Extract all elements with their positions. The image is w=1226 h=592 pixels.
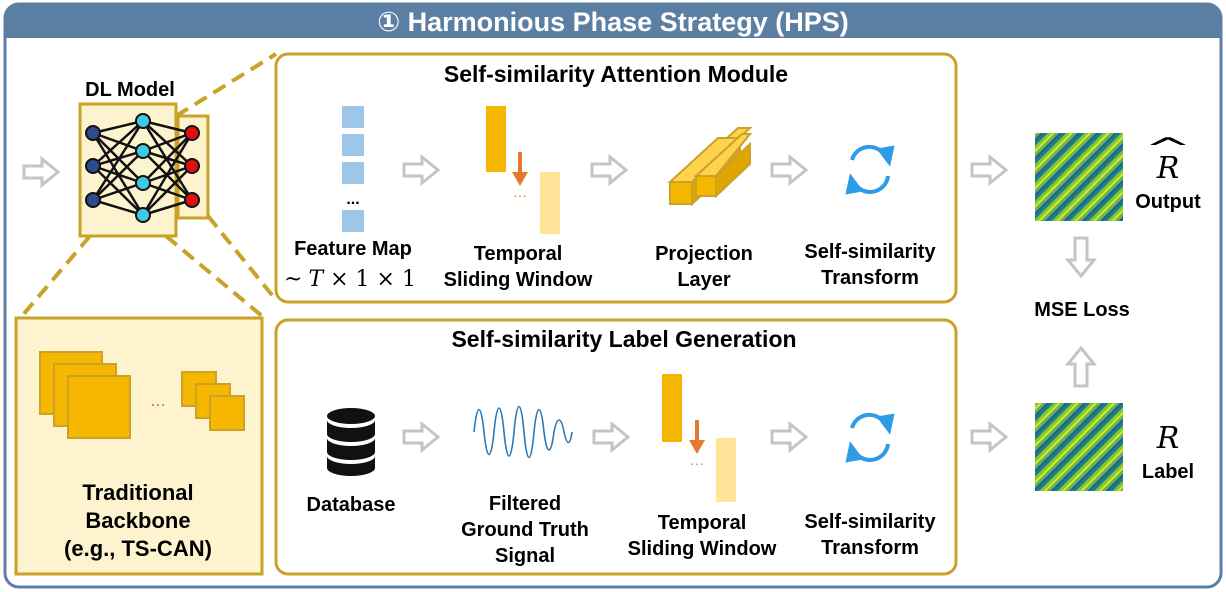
output-label: Output: [1135, 191, 1201, 213]
feature-map-t: T: [308, 267, 325, 292]
cycle-icon-lg: [845, 412, 895, 463]
signal-line2: Ground Truth: [461, 519, 589, 541]
backbone-dots: ...: [150, 390, 165, 410]
feature-map-dots: ...: [346, 191, 359, 208]
projection-layer-icon: [667, 127, 753, 207]
svg-text:···: ···: [513, 187, 527, 203]
transform-lg-line2: Transform: [821, 537, 919, 559]
sliding-window-icon-lg: ···: [662, 374, 736, 502]
feature-map-dims: × 1 × 1: [323, 267, 416, 292]
backbone-feature-stack-icon: [39, 351, 245, 439]
output-hat: ^: [1144, 131, 1192, 165]
title-bar: [5, 4, 1221, 38]
page-title: ① Harmonious Phase Strategy (HPS): [377, 7, 848, 37]
sliding-window-icon-am: ···: [486, 106, 560, 234]
signal-line1: Filtered: [489, 493, 561, 515]
transform-lg-line1: Self-similarity: [804, 511, 936, 533]
filtered-signal-icon: [473, 406, 573, 458]
attention-module-title: Self-similarity Attention Module: [444, 61, 788, 87]
dashed-connectors: [20, 52, 278, 318]
backbone-label-line3: (e.g., TS-CAN): [64, 536, 212, 561]
sliding-window-am-line1: Temporal: [474, 243, 563, 265]
projection-line2: Layer: [677, 269, 731, 291]
feature-map-icon: [342, 106, 364, 232]
transform-am-line1: Self-similarity: [804, 241, 936, 263]
neural-network-icon: [91, 119, 194, 217]
cycle-icon-am: [845, 144, 895, 195]
database-label: Database: [307, 494, 396, 516]
feature-map-size: ~T × 1 × 1: [284, 267, 416, 292]
label-symbol: R: [1156, 421, 1180, 456]
dl-model-label: DL Model: [85, 79, 175, 101]
backbone-label-line2: Backbone: [85, 508, 190, 533]
mse-loss-label: MSE Loss: [1034, 299, 1130, 321]
output-symbol: R: [1156, 151, 1180, 186]
label-label: Label: [1142, 461, 1194, 483]
label-matrix: [1035, 403, 1123, 491]
svg-text:···: ···: [690, 455, 704, 471]
arrow-label-to-loss: [1064, 345, 1098, 388]
sliding-window-lg-line1: Temporal: [658, 512, 747, 534]
feature-map-tilde: ~: [284, 267, 302, 292]
signal-line3: Signal: [495, 545, 555, 567]
database-icon: [327, 408, 375, 476]
transform-am-line2: Transform: [821, 267, 919, 289]
sliding-window-lg-line2: Sliding Window: [628, 538, 777, 560]
projection-line1: Projection: [655, 243, 753, 265]
arrow-output-to-loss: [1064, 236, 1098, 279]
output-matrix: [1035, 133, 1123, 221]
sliding-window-am-line2: Sliding Window: [444, 269, 593, 291]
feature-map-label: Feature Map: [294, 238, 412, 260]
label-generation-title: Self-similarity Label Generation: [451, 326, 796, 352]
backbone-label-line1: Traditional: [82, 480, 193, 505]
nn-nodes: [85, 113, 200, 223]
